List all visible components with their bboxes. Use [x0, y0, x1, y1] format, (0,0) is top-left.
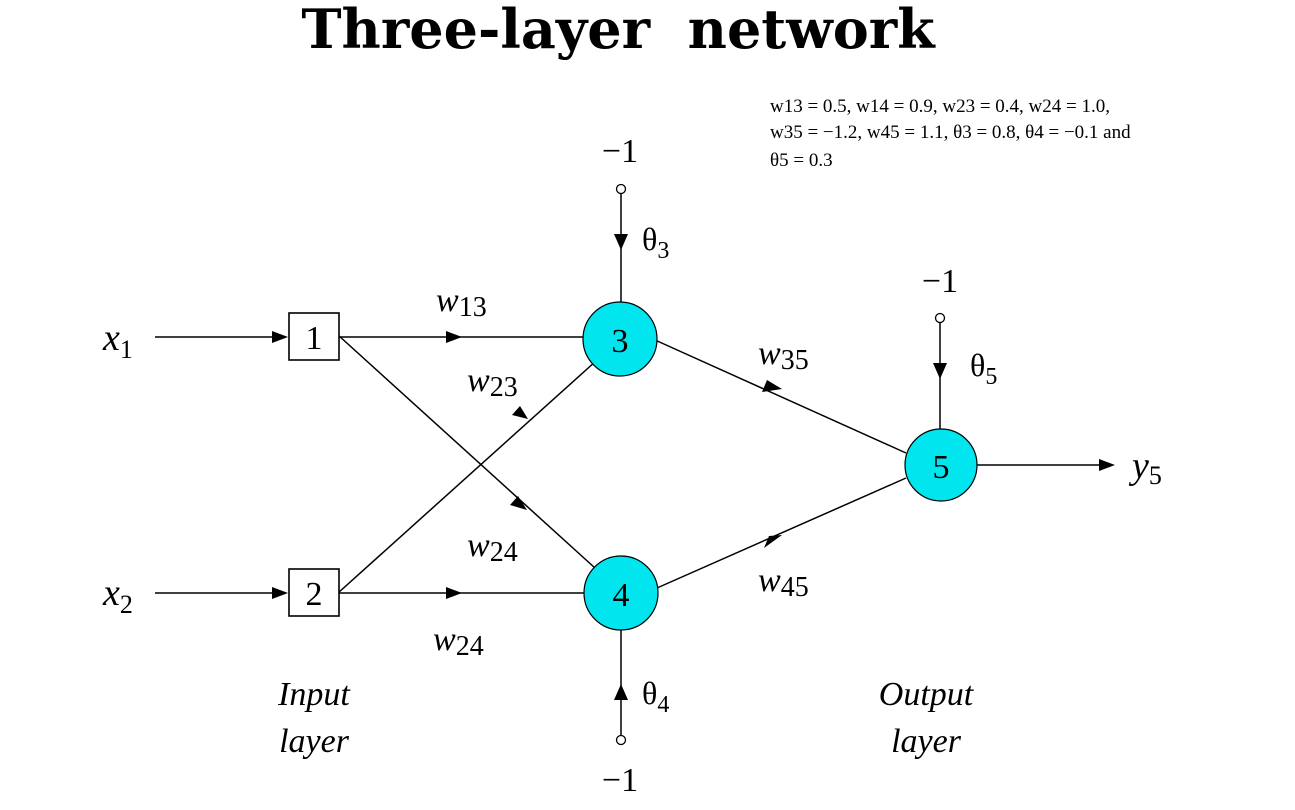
hidden-neuron-4-label: 4: [613, 577, 630, 614]
input-layer-label-line2: layer: [279, 723, 350, 760]
arrowhead: [510, 496, 527, 510]
output-y5-label: y5: [1128, 445, 1162, 490]
hidden-neuron-4: [583, 555, 659, 631]
output-layer-label-line2: layer: [891, 723, 962, 760]
hidden-neuron-3: [582, 301, 658, 377]
output-neuron-5: [904, 428, 978, 502]
arrowhead: [764, 535, 782, 548]
arrowhead: [272, 331, 288, 343]
threshold-label-theta5: θ5: [970, 347, 997, 390]
input-node-1-label: 1: [306, 320, 323, 357]
output-layer-label-line1: Output: [879, 676, 975, 713]
arrowhead: [933, 363, 947, 379]
bias-label-node4: −1: [602, 762, 638, 799]
weight-label-w45: w45: [758, 562, 809, 603]
arrowhead: [762, 380, 782, 392]
parameters-line-2: w35 = −1.2, w45 = 1.1, θ3 = 0.8, θ4 = −0…: [770, 122, 1131, 143]
weight-label-w24: w24: [433, 621, 484, 662]
parameters-line-3: θ5 = 0.3: [770, 150, 833, 171]
weight-label-w23: w23: [467, 362, 518, 403]
arrowhead: [446, 587, 462, 599]
input-x1-label: x1: [102, 317, 133, 364]
input-x2-label: x2: [102, 572, 133, 619]
bias-label-node3: −1: [602, 133, 638, 170]
bias-input-dot: [615, 183, 627, 195]
bias-label-node5: −1: [922, 263, 958, 300]
threshold-label-theta4: θ4: [642, 675, 669, 718]
weight-label-w13: w13: [436, 282, 487, 323]
page-title: Three-layer network: [301, 0, 936, 61]
arrowhead: [272, 587, 288, 599]
input-node-2-label: 2: [306, 576, 323, 613]
weight-label-w24-cross: w24: [467, 527, 518, 568]
edge-4-to-5: [656, 477, 907, 589]
edge-2-to-3: [337, 360, 597, 594]
edge-1-to-4: [337, 334, 596, 569]
threshold-label-theta3: θ3: [642, 221, 669, 264]
arrowhead: [614, 234, 628, 250]
input-layer-label-line1: Input: [277, 676, 351, 713]
weight-label-w35: w35: [758, 335, 809, 376]
parameters-line-1: w13 = 0.5, w14 = 0.9, w23 = 0.4, w24 = 1…: [770, 96, 1110, 117]
output-neuron-5-label: 5: [933, 449, 950, 486]
edge-3-to-5: [654, 339, 907, 454]
arrowhead: [1099, 459, 1115, 471]
bias-input-dot: [934, 312, 946, 324]
input-node-2: [288, 568, 340, 617]
arrowhead: [446, 331, 462, 343]
hidden-neuron-3-label: 3: [612, 323, 629, 360]
arrowhead: [614, 684, 628, 700]
bias-input-dot: [615, 734, 627, 746]
input-node-1: [288, 312, 340, 361]
arrowhead: [512, 406, 528, 419]
